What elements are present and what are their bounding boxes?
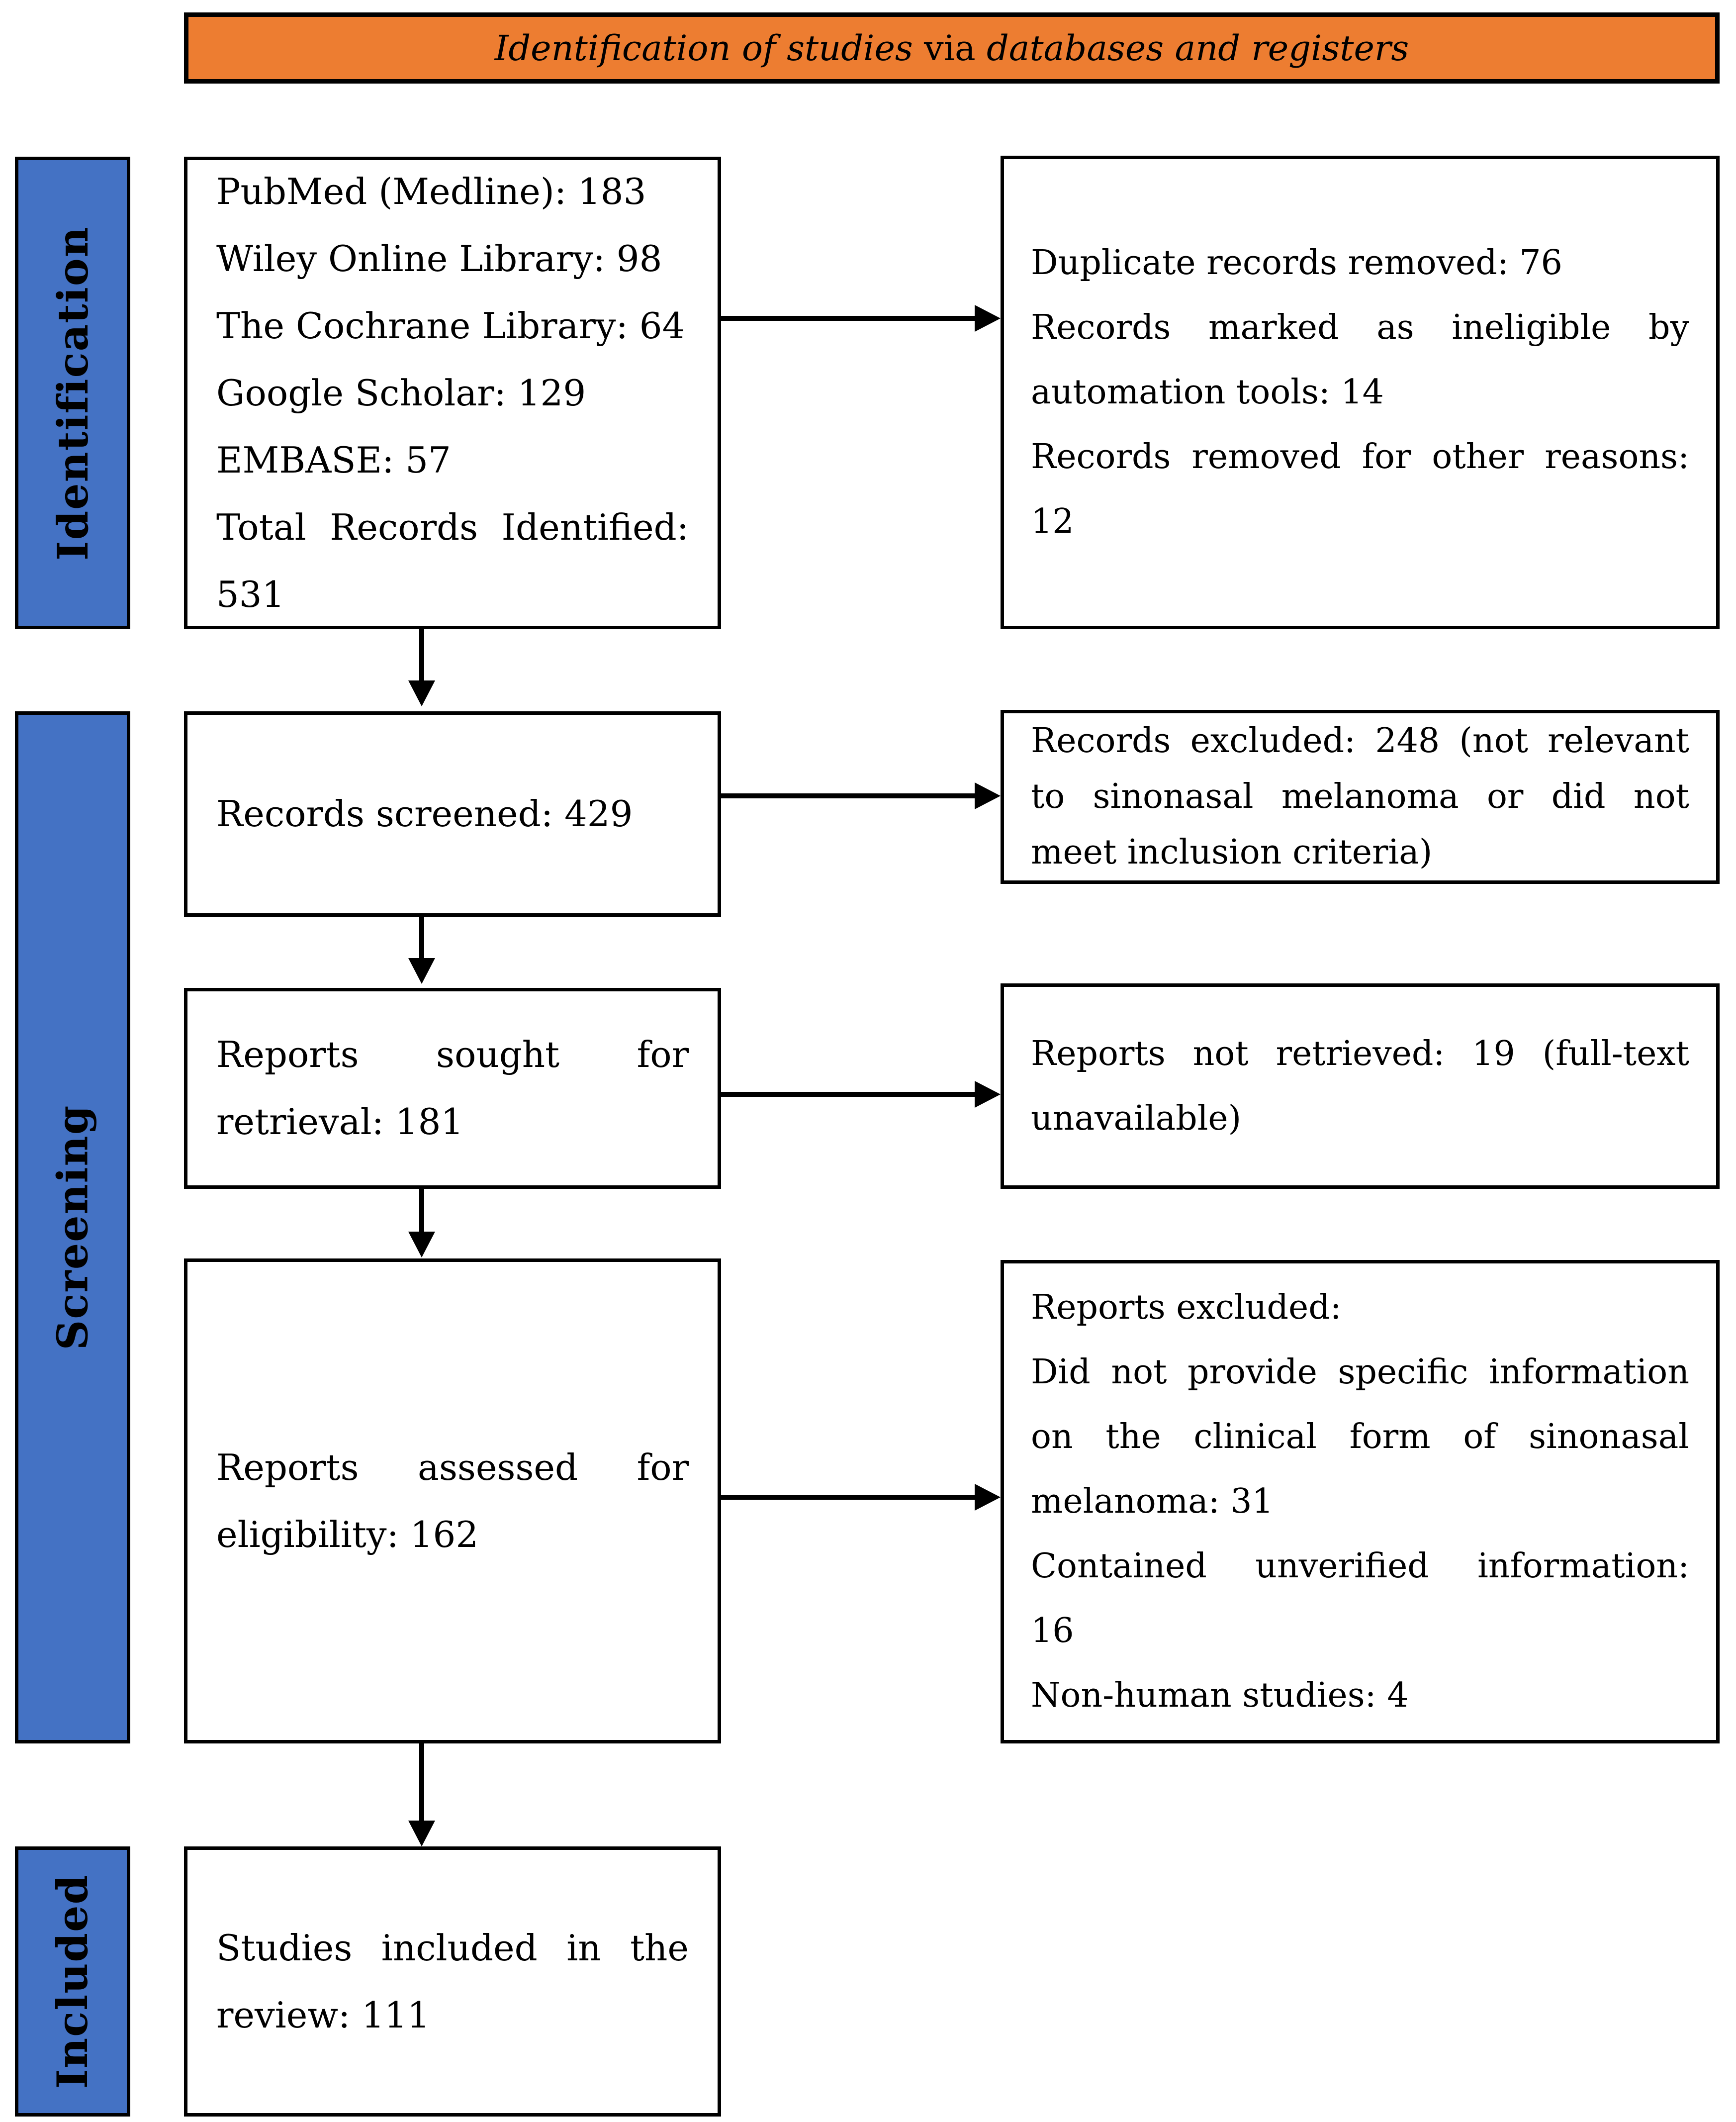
box-studies-included: Studies included in the review: 111 xyxy=(184,1846,721,2117)
stage-label-screening-text: Screening xyxy=(48,1104,97,1350)
text-line: melanoma: 31 xyxy=(1031,1482,1274,1521)
arrow-head-icon xyxy=(975,305,1001,332)
arrow-head-icon xyxy=(408,958,435,984)
header-banner: Identification of studies via databases … xyxy=(184,12,1720,84)
arrow-head-icon xyxy=(975,1484,1001,1511)
stage-label-included-text: Included xyxy=(48,1874,97,2089)
text-line: EMBASE: 57 xyxy=(216,439,451,481)
text-line: Reports assessed for xyxy=(216,1446,689,1488)
box-records-excluded: Records excluded: 248 (not relevant to si… xyxy=(1001,710,1720,884)
box-records-screened: Records screened: 429 xyxy=(184,711,721,917)
arrow-line xyxy=(419,629,424,681)
text-line: Reports sought for xyxy=(216,1034,689,1075)
arrow-line xyxy=(419,1743,424,1822)
box-duplicates-removed: Duplicate records removed: 76 Records mar… xyxy=(1001,156,1720,629)
text-line: 16 xyxy=(1031,1611,1074,1650)
text-line: to sinonasal melanoma or did not xyxy=(1031,777,1689,816)
text-line: retrieval: 181 xyxy=(216,1101,464,1143)
text-line: Studies included in the xyxy=(216,1927,689,1969)
text-line: Records marked as ineligible by xyxy=(1031,308,1689,347)
text-line: 12 xyxy=(1031,502,1074,541)
text-line: 531 xyxy=(216,573,285,615)
text-line: Reports not retrieved: 19 (full-text xyxy=(1031,1034,1689,1073)
text-line: The Cochrane Library: 64 xyxy=(216,304,685,347)
arrow-head-icon xyxy=(975,782,1001,809)
arrow-head-icon xyxy=(408,1821,435,1846)
text-line: review: 111 xyxy=(216,1994,430,2036)
stage-label-included: Included xyxy=(15,1846,130,2117)
header-title-suffix: databases and registers xyxy=(975,27,1409,69)
arrow-head-icon xyxy=(408,680,435,706)
arrow-head-icon xyxy=(975,1081,1001,1108)
arrow-line xyxy=(721,1495,976,1500)
stage-label-identification: Identification xyxy=(15,157,130,629)
text-line: Reports excluded: xyxy=(1031,1288,1342,1327)
text-line: unavailable) xyxy=(1031,1098,1242,1138)
text-line: Duplicate records removed: 76 xyxy=(1031,243,1562,283)
text-line: Records removed for other reasons: xyxy=(1031,437,1689,477)
header-title-via: via xyxy=(924,27,976,69)
stage-label-identification-text: Identification xyxy=(48,225,97,561)
box-reports-assessed: Reports assessed for eligibility: 162 xyxy=(184,1258,721,1743)
header-title-prefix: Identification of studies xyxy=(494,27,924,69)
text-line: PubMed (Medline): 183 xyxy=(216,170,646,212)
arrow-line xyxy=(721,793,976,798)
arrow-head-icon xyxy=(408,1232,435,1257)
arrow-line xyxy=(419,1189,424,1233)
text-line: Non-human studies: 4 xyxy=(1031,1676,1409,1715)
box-reports-sought: Reports sought for retrieval: 181 xyxy=(184,988,721,1189)
text-line: Records excluded: 248 (not relevant xyxy=(1031,721,1689,761)
arrow-line xyxy=(721,316,976,321)
text-line: Total Records Identified: xyxy=(216,506,689,548)
text-line: meet inclusion criteria) xyxy=(1031,833,1433,872)
text-line: Did not provide specific information xyxy=(1031,1352,1689,1392)
text-line: eligibility: 162 xyxy=(216,1513,479,1555)
stage-label-screening: Screening xyxy=(15,711,130,1743)
box-reports-excluded: Reports excluded: Did not provide specifi… xyxy=(1001,1260,1720,1743)
text-line: Google Scholar: 129 xyxy=(216,372,586,414)
text-line: on the clinical form of sinonasal xyxy=(1031,1417,1689,1456)
text-line: Records screened: 429 xyxy=(216,793,633,835)
text-line: automation tools: 14 xyxy=(1031,373,1384,412)
box-reports-not-retrieved: Reports not retrieved: 19 (full-text unav… xyxy=(1001,983,1720,1189)
arrow-line xyxy=(419,917,424,959)
text-line: Wiley Online Library: 98 xyxy=(216,237,662,280)
text-line: Contained unverified information: xyxy=(1031,1546,1689,1586)
arrow-line xyxy=(721,1092,976,1097)
